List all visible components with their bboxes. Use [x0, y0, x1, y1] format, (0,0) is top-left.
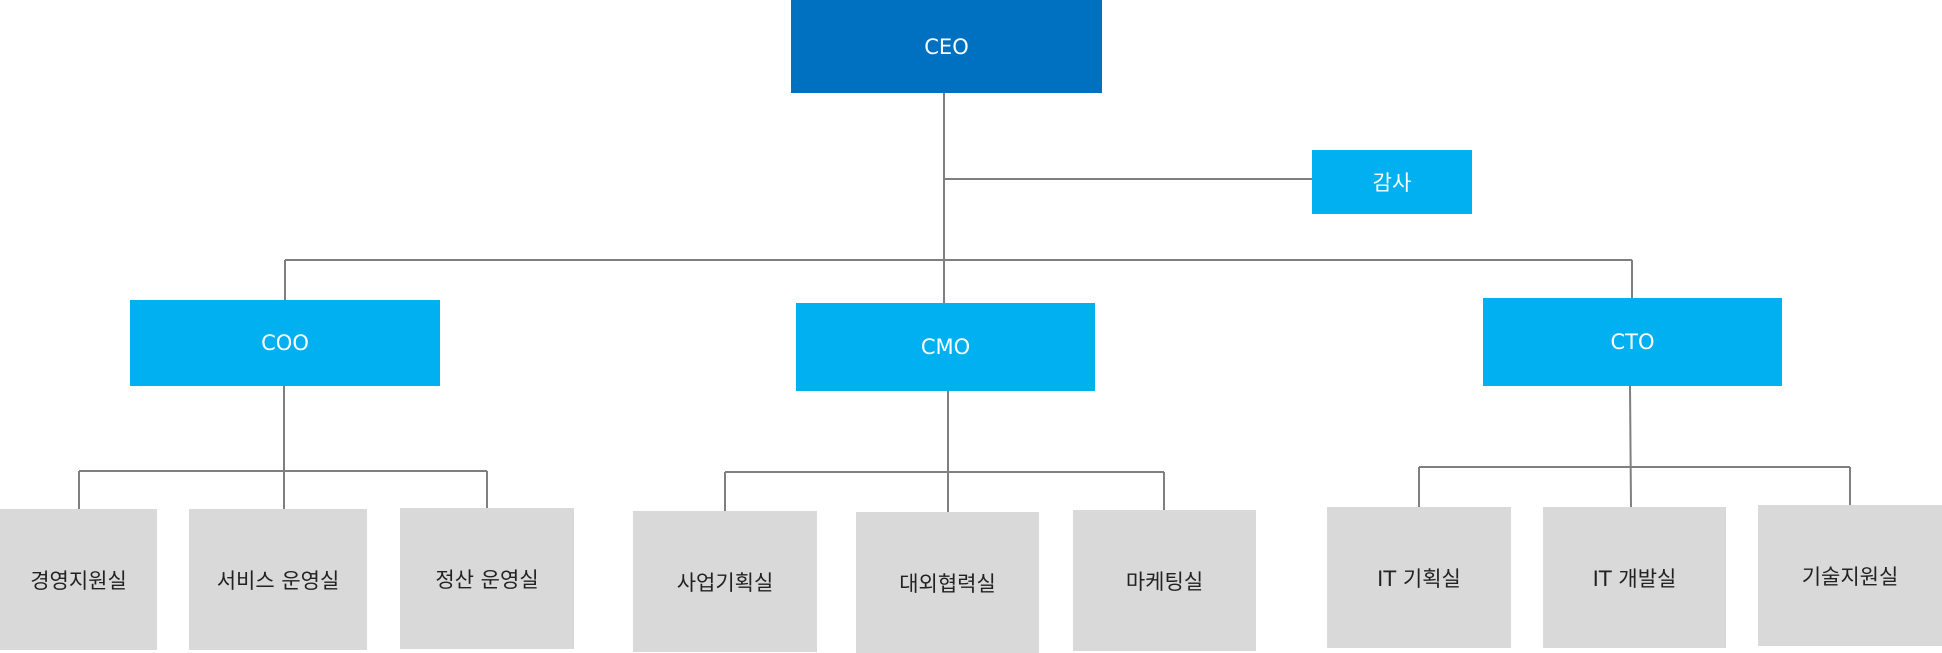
node-cmo-dept-2: 대외협력실	[856, 512, 1039, 653]
node-cto-dept-1: IT 기획실	[1327, 507, 1511, 648]
node-coo-dept-3: 정산 운영실	[400, 508, 574, 649]
node-coo: COO	[130, 300, 440, 386]
connector-cto-trunk	[1629, 385, 1632, 508]
node-cto: CTO	[1483, 298, 1782, 386]
node-cmo: CMO	[796, 303, 1095, 391]
node-cto-dept-3: 기술지원실	[1758, 505, 1942, 646]
node-coo-dept-1: 경영지원실	[0, 509, 157, 650]
node-coo-dept-2: 서비스 운영실	[189, 509, 367, 650]
node-cmo-dept-1: 사업기획실	[633, 511, 817, 652]
node-cmo-dept-3: 마케팅실	[1073, 510, 1256, 651]
node-cto-dept-2: IT 개발실	[1543, 507, 1726, 648]
node-audit: 감사	[1312, 150, 1472, 214]
node-ceo: CEO	[791, 0, 1102, 93]
